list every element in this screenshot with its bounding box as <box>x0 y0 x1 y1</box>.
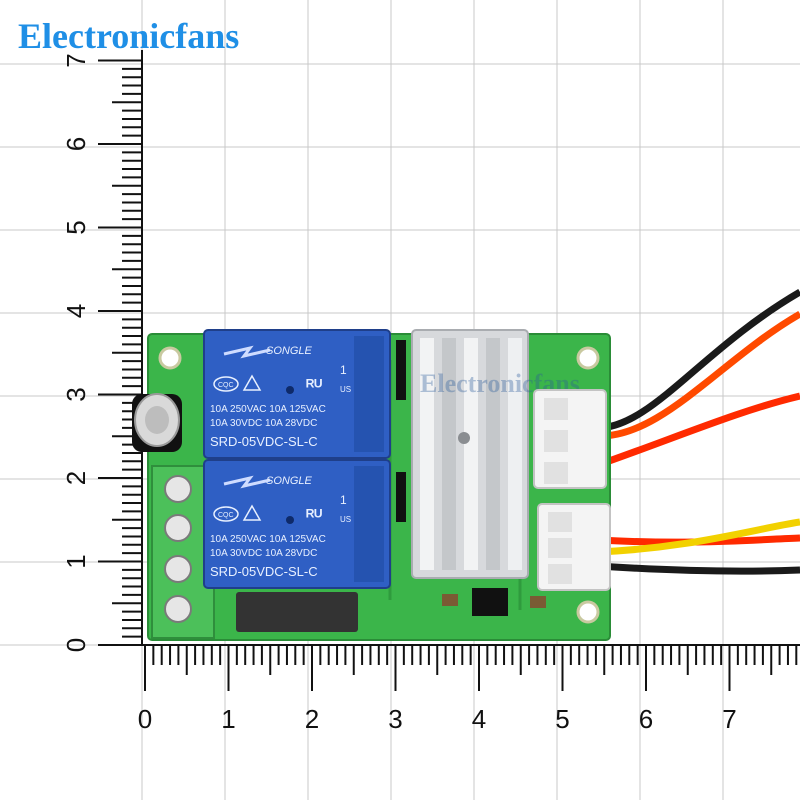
ruler-x-label: 4 <box>472 704 486 734</box>
relay-number: 1 <box>340 363 347 377</box>
ruler-y-label: 5 <box>61 220 91 234</box>
relay-cqc: CQC <box>218 382 234 389</box>
relay-us: US <box>340 515 351 524</box>
relay-us: US <box>340 385 351 394</box>
wire-connectors <box>533 389 611 591</box>
relay-pin-icon <box>286 386 294 394</box>
songle-logo-icon <box>223 345 271 359</box>
ruler-y-label: 2 <box>61 471 91 485</box>
relay-model: SRD-05VDC-SL-C <box>210 434 318 449</box>
ruler-y-label: 3 <box>61 387 91 401</box>
wire-black-bottom <box>597 562 800 575</box>
mount-hole <box>576 346 600 370</box>
ruler-x-label: 6 <box>639 704 653 734</box>
relay-maker: SONGLE <box>266 345 313 357</box>
songle-logo-icon <box>223 475 271 489</box>
vertical-ruler: 0 1 2 3 4 5 6 7 <box>61 50 143 652</box>
mount-hole <box>576 600 600 624</box>
wire-orange-top <box>594 310 800 440</box>
relay-model: SRD-05VDC-SL-C <box>210 564 318 579</box>
relay-pin-icon <box>286 516 294 524</box>
ruler-x-label: 3 <box>388 704 402 734</box>
ruler-x-label: 5 <box>555 704 569 734</box>
ruler-y-label: 6 <box>61 137 91 151</box>
relay-number: 1 <box>340 493 347 507</box>
ruler-y-label: 7 <box>61 53 91 67</box>
cqc-mark-icon <box>213 376 239 392</box>
ruler-y-label: 4 <box>61 304 91 318</box>
wire-yellow-bottom <box>597 518 800 556</box>
ruler-x-label: 7 <box>722 704 736 734</box>
ul-mark-icon: ᴿᵁ <box>306 376 322 396</box>
ul-mark-icon: ᴿᵁ <box>306 506 322 526</box>
ruler-x-label: 2 <box>305 704 319 734</box>
screw <box>164 595 192 623</box>
screw <box>164 475 192 503</box>
screw <box>164 514 192 542</box>
relay-maker: SONGLE <box>266 475 313 487</box>
heatsink: Electronicfans <box>411 329 580 579</box>
ruler-x-label: 0 <box>138 704 152 734</box>
cqc-mark-icon <box>213 506 239 522</box>
ruler-y-label: 1 <box>61 554 91 568</box>
relay-cqc: CQC <box>218 512 234 519</box>
wire-black-top <box>594 288 800 432</box>
brand-logo: Electronicfans <box>18 16 239 56</box>
relay-spec-line1: 10A 250VAC 10A 125VAC <box>210 404 326 415</box>
wire-bundle <box>593 288 800 575</box>
ruler-y-label: 0 <box>61 638 91 652</box>
screw <box>164 555 192 583</box>
relay-spec-line1: 10A 250VAC 10A 125VAC <box>210 534 326 545</box>
smd-components <box>236 340 546 632</box>
relay-spec-line2: 10A 30VDC 10A 28VDC <box>210 418 317 429</box>
horizontal-ruler: 0 1 2 3 4 5 6 7 <box>138 644 800 734</box>
electrolytic-capacitor <box>132 393 182 452</box>
warning-triangle-icon <box>242 374 262 391</box>
relay-spec-line2: 10A 30VDC 10A 28VDC <box>210 548 317 559</box>
mount-hole <box>158 346 182 370</box>
wire-red-top <box>593 392 800 470</box>
ruler-x-label: 1 <box>221 704 235 734</box>
warning-triangle-icon <box>242 504 262 521</box>
